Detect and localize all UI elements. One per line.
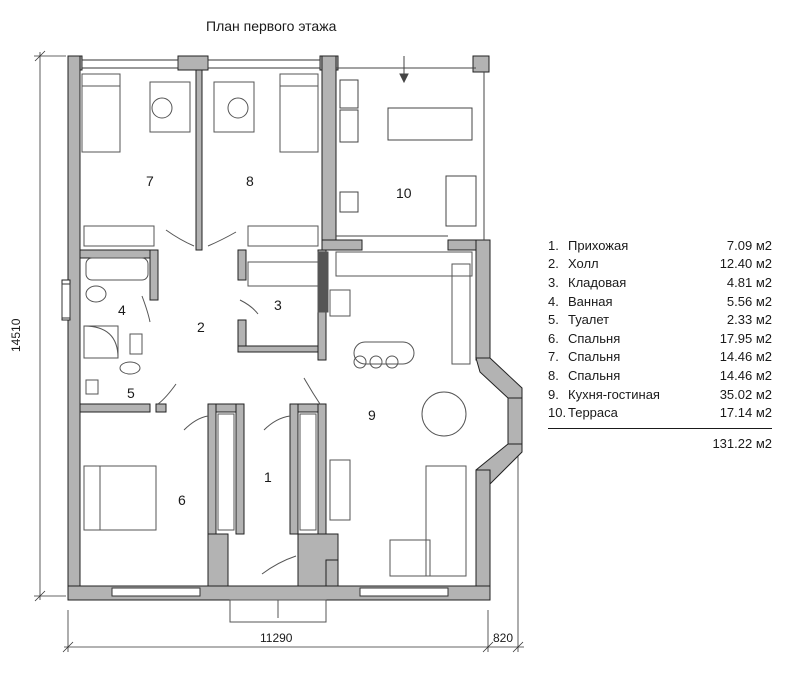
legend-name: Кухня-гостиная — [568, 386, 660, 402]
legend-area: 4.81 м2 — [726, 274, 772, 290]
plan-title: План первого этажа — [206, 18, 337, 34]
legend-area: 17.95 м2 — [719, 330, 772, 346]
legend-area: 7.09 м2 — [726, 237, 772, 253]
legend-idx: 2. — [548, 256, 559, 272]
legend-name: Прихожая — [568, 237, 629, 253]
legend-row: 7. Спальня 14.46 м2 — [548, 348, 772, 367]
legend-name: Спальня — [568, 330, 621, 346]
legend-name: Ванная — [568, 293, 613, 309]
legend-row: 5. Туалет 2.33 м2 — [548, 310, 772, 329]
legend-name: Холл — [568, 256, 599, 272]
terrace-dimension: 820 — [493, 631, 513, 645]
room-label-10: 10 — [396, 185, 412, 201]
room-label-8: 8 — [246, 173, 254, 189]
legend-row: 6. Спальня 17.95 м2 — [548, 329, 772, 348]
legend-row: 2. Холл 12.40 м2 — [548, 255, 772, 274]
legend-idx: 1. — [548, 237, 559, 253]
legend-row: 1. Прихожая 7.09 м2 — [548, 236, 772, 255]
furniture — [81, 73, 473, 623]
legend-row: 10.Терраса 17.14 м2 — [548, 403, 772, 422]
legend-name: Спальня — [568, 349, 621, 365]
legend-row: 3. Кладовая 4.81 м2 — [548, 273, 772, 292]
legend-name: Туалет — [568, 312, 610, 328]
walls — [61, 55, 523, 601]
legend-idx: 7. — [548, 349, 559, 365]
room-label-5: 5 — [127, 385, 135, 401]
legend-name: Кладовая — [568, 274, 627, 290]
legend-area: 5.56 м2 — [726, 293, 772, 309]
room-label-9: 9 — [368, 407, 376, 423]
room-label-4: 4 — [118, 302, 126, 318]
room-labels: 1 2 3 4 5 6 7 8 9 10 — [118, 173, 412, 508]
terrace — [336, 56, 485, 240]
room-label-7: 7 — [146, 173, 154, 189]
legend-area: 14.46 м2 — [719, 367, 772, 383]
legend-row: 8. Спальня 14.46 м2 — [548, 366, 772, 385]
legend-idx: 9. — [548, 386, 559, 402]
legend-row: 9. Кухня-гостиная 35.02 м2 — [548, 385, 772, 404]
room-label-6: 6 — [178, 492, 186, 508]
legend-total: 131.22 м2 — [712, 435, 772, 451]
legend-divider — [548, 427, 772, 429]
legend-name: Спальня — [568, 367, 621, 383]
legend-idx: 6. — [548, 330, 559, 346]
room-label-2: 2 — [197, 319, 205, 335]
legend-idx: 8. — [548, 367, 559, 383]
width-dimension: 11290 — [260, 631, 293, 645]
dimension-lines — [34, 50, 524, 653]
height-dimension: 14510 — [9, 318, 23, 352]
legend-area: 17.14 м2 — [719, 405, 772, 421]
legend-idx: 3. — [548, 274, 559, 290]
legend-idx: 10. — [548, 405, 567, 421]
legend-idx: 5. — [548, 312, 559, 328]
windows — [61, 59, 449, 597]
legend-area: 35.02 м2 — [719, 386, 772, 402]
room-label-3: 3 — [274, 297, 282, 313]
legend-name: Терраса — [568, 405, 618, 421]
legend-idx: 4. — [548, 293, 559, 309]
legend-area: 2.33 м2 — [726, 312, 772, 328]
legend-rows: 1. Прихожая 7.09 м2 2. Холл 12.40 м2 3. Кладова… — [548, 236, 772, 422]
area-legend: 1. Прихожая 7.09 м2 2. Холл 12.40 м2 3. Кладова… — [548, 236, 772, 451]
legend-area: 12.40 м2 — [719, 256, 772, 272]
legend-row: 4. Ванная 5.56 м2 — [548, 292, 772, 311]
room-label-1: 1 — [264, 469, 272, 485]
legend-area: 14.46 м2 — [719, 349, 772, 365]
